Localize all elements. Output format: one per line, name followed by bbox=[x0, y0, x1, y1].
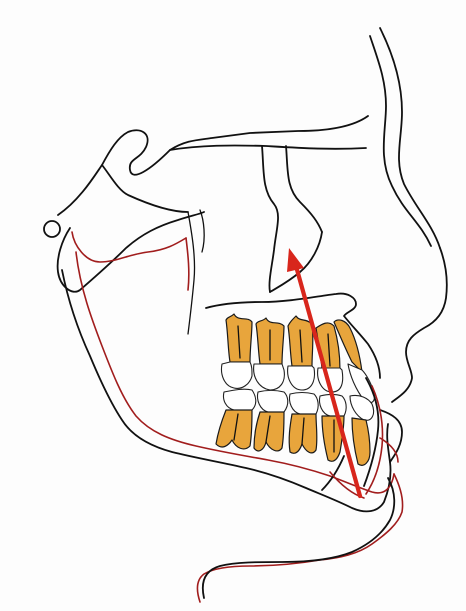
frontal-bone-outline bbox=[370, 28, 440, 248]
cranial-base-outline bbox=[58, 116, 368, 215]
chin-lower-outline bbox=[203, 478, 394, 598]
soft-tissue-profile bbox=[392, 248, 447, 402]
ear-rod-circle bbox=[44, 221, 60, 237]
